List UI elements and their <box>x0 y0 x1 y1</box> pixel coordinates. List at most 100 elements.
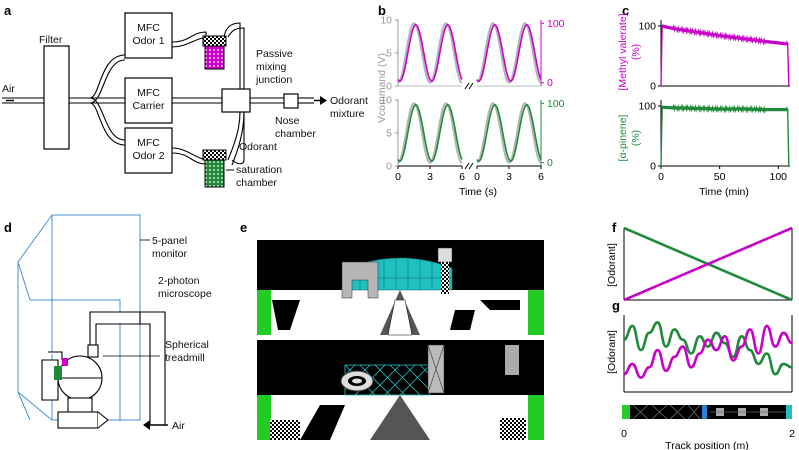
mfc-odor1-box <box>124 12 173 59</box>
b-series-vcommand <box>397 102 463 164</box>
saturation-label-2: saturation <box>236 164 282 176</box>
passive-label-3: junction <box>255 74 292 86</box>
odor1-saturation-chamber <box>204 45 225 70</box>
b-right-tick-label: 100 <box>547 18 565 30</box>
c-y-tick-label: 100 <box>638 21 656 33</box>
b-x-tick-label: 6 <box>538 171 544 183</box>
mixing-junction <box>221 88 251 113</box>
g-chart <box>623 315 793 393</box>
g-series-green <box>623 321 793 376</box>
vr-view-bottom <box>257 340 544 440</box>
panel-g: g [Odorant] 0 2 Track position (m) <box>606 298 795 450</box>
panel-label-e: e <box>240 220 247 235</box>
b-x-tick-label: 3 <box>506 171 512 183</box>
air-label-d: Air <box>172 420 185 432</box>
g-series-magenta <box>623 324 793 379</box>
b-x-tick-label: 0 <box>395 171 401 183</box>
b-left-tick-label: 5 <box>386 128 392 140</box>
g-xlabel: Track position (m) <box>665 440 749 450</box>
b-ylabel-left: Vcommand (V) <box>376 53 388 123</box>
panel-c: c [Methyl valerate] (%) [α-pinene] (%) 0… <box>617 3 790 198</box>
g-xtick-0: 0 <box>621 428 627 440</box>
b-x-tick-label: 6 <box>459 171 465 183</box>
track-schematic <box>622 404 792 420</box>
g-ylabel: [Odorant] <box>606 330 618 374</box>
c-xlabel: Time (min) <box>699 186 749 198</box>
b-break-mark <box>464 162 470 170</box>
c-y-tick-label: 0 <box>650 81 656 93</box>
output-arrow-head <box>320 96 327 105</box>
c-top-ylabel-2: (%) <box>630 44 642 60</box>
panel-label-g: g <box>612 298 620 313</box>
mixture-label-2: mixture <box>330 108 365 120</box>
d-odor-green <box>54 366 62 380</box>
b-break-mark <box>468 82 474 90</box>
air-label-a: Air <box>2 83 15 95</box>
mfc-carrier-line1: MFC <box>137 87 160 99</box>
c-bottom-ylabel-2: (%) <box>630 130 642 146</box>
c-bottom-ylabel-1: [α-pinene] <box>617 114 629 161</box>
b-series-odor <box>397 103 463 163</box>
c-x-tick-label: 100 <box>770 171 788 183</box>
odor1-cap <box>202 35 227 47</box>
mfc-carrier-line2: Carrier <box>132 100 165 112</box>
odor2-cap <box>202 149 227 161</box>
b-left-tick-label: 0 <box>386 161 392 173</box>
panel-label-f: f <box>612 220 617 235</box>
mixture-label-1: Odorant <box>330 95 368 107</box>
c-trace <box>660 103 790 166</box>
f-ylabel: [Odorant] <box>606 243 618 287</box>
c-trace <box>660 24 790 86</box>
b-left-tick-label: 5 <box>386 48 392 60</box>
b-left-tick-label: 10 <box>380 95 392 107</box>
b-series-odor <box>397 23 463 83</box>
f-series-magenta <box>623 226 793 302</box>
panel-e: e <box>240 220 544 440</box>
panel-label-c: c <box>622 3 629 18</box>
panel-label-d: d <box>4 220 12 235</box>
filter-box <box>43 45 70 150</box>
b-series-vcommand <box>397 22 463 84</box>
mfc-carrier-box <box>124 77 173 124</box>
vr-view-top <box>257 240 544 336</box>
nose-label-2: chamber <box>275 128 316 140</box>
b-right-tick-label: 0 <box>547 157 553 169</box>
c-top-ylabel-1: [Methyl valerate] <box>617 13 629 90</box>
treadmill-label-2: treadmill <box>165 352 205 364</box>
g-xtick-2: 2 <box>789 428 795 440</box>
b-series-odor <box>476 103 542 163</box>
c-x-tick-label: 50 <box>714 171 726 183</box>
odor2-saturation-chamber <box>204 159 225 188</box>
d-odor-magenta <box>62 358 68 366</box>
b-left-tick-label: 0 <box>386 81 392 93</box>
filter-label: Filter <box>39 34 63 46</box>
b-series-vcommand <box>476 22 542 84</box>
mfc-odor1-line1: MFC <box>137 22 160 34</box>
b-series-vcommand <box>476 102 542 164</box>
microscope-label-1: 2-photon <box>158 275 200 287</box>
panel-label-a: a <box>4 3 12 18</box>
b-x-tick-label: 3 <box>427 171 433 183</box>
f-chart <box>623 226 793 302</box>
b-right-tick-label: 0 <box>547 77 553 89</box>
panel-a: a Filter Air <box>2 3 368 189</box>
b-xlabel: Time (s) <box>459 186 497 198</box>
c-y-tick-label: 100 <box>638 101 656 113</box>
passive-label-2: mixing <box>256 61 287 73</box>
monitor-label-2: monitor <box>152 248 188 260</box>
b-right-tick-label: 100 <box>547 98 565 110</box>
saturation-label-3: chamber <box>236 177 277 189</box>
panel-d: d 5-panel monitor 2-photon microscope <box>4 214 212 432</box>
nose-chamber-box <box>283 93 299 109</box>
mfc-odor2-box <box>124 127 173 174</box>
b-break-mark <box>464 82 470 90</box>
air-arrow-d-head <box>143 420 150 430</box>
b-break-mark <box>468 162 474 170</box>
treadmill-label-1: Spherical <box>165 339 209 351</box>
c-x-tick-label: 0 <box>658 171 664 183</box>
